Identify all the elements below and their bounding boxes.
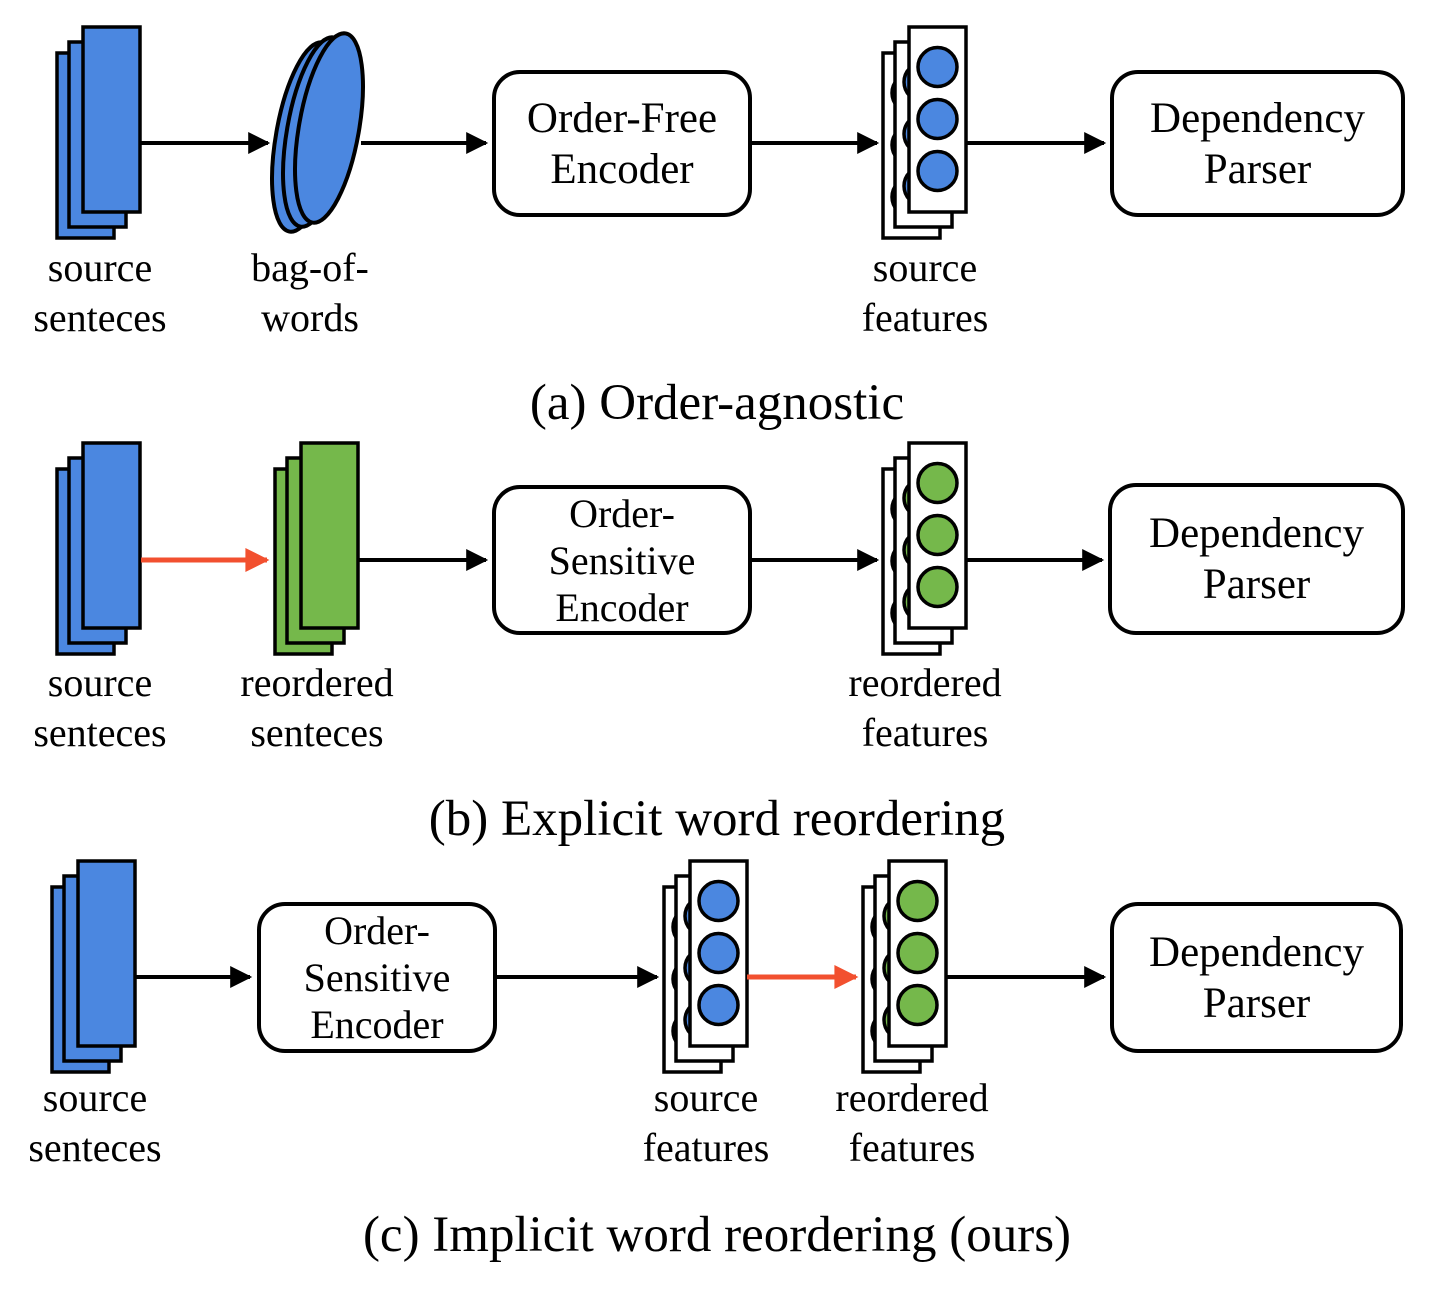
panel-a-source-features-label: source features — [815, 243, 1035, 343]
label-line: source — [47, 245, 153, 290]
label-line: source — [872, 245, 978, 290]
label-line: reordered — [240, 660, 394, 705]
panel-b-reordered-features-label: reordered features — [815, 658, 1035, 758]
panel-b-source-sentences-stack — [55, 441, 142, 656]
parser-label-line: Dependency — [1149, 928, 1364, 976]
encoder-label-line: Encoder — [550, 145, 694, 193]
encoder-label-line: Encoder — [555, 584, 689, 630]
label-line: senteces — [33, 710, 167, 755]
label-line: words — [261, 295, 359, 340]
label-line: source — [42, 1075, 148, 1120]
encoder-label-line: Order- — [324, 908, 430, 953]
parser-label-line: Dependency — [1149, 510, 1364, 557]
encoder-label-line: Encoder — [310, 1002, 444, 1047]
panel-c-reordered-features-label: reordered features — [802, 1073, 1022, 1173]
panel-a-source-sentences-label: source senteces — [0, 243, 210, 343]
label-line: features — [861, 295, 989, 340]
panel-b-source-sentences-label: source senteces — [0, 658, 210, 758]
panel-a-caption: (a) Order-agnostic — [529, 375, 905, 431]
encoder-label-line: Order-Free — [526, 94, 718, 142]
label-line: senteces — [250, 710, 384, 755]
label-line: source — [47, 660, 153, 705]
label-line: features — [848, 1125, 976, 1170]
label-line: features — [861, 710, 989, 755]
label-line: bag-of- — [251, 245, 369, 290]
parser-label-line: Parser — [1202, 561, 1311, 608]
panel-c-source-sentences-label: source senteces — [0, 1073, 205, 1173]
parser-label-line: Dependency — [1150, 94, 1365, 142]
panel-b-order-sensitive-encoder-box: Order- Sensitive Encoder — [492, 485, 752, 635]
label-line: features — [642, 1125, 770, 1170]
panel-b-dependency-parser-box: Dependency Parser — [1108, 483, 1405, 635]
panel-a-bag-of-words-label: bag-of- words — [200, 243, 420, 343]
label-line: senteces — [28, 1125, 162, 1170]
parser-label-line: Parser — [1203, 145, 1312, 193]
panel-a-source-features-stack — [881, 25, 968, 240]
panel-c-source-features-stack — [662, 859, 749, 1074]
label-line: reordered — [835, 1075, 989, 1120]
panel-c-source-features-label: source features — [596, 1073, 816, 1173]
panel-c-order-sensitive-encoder-box: Order- Sensitive Encoder — [257, 902, 497, 1053]
panel-c-dependency-parser-box: Dependency Parser — [1110, 902, 1403, 1053]
panel-c-caption: (c) Implicit word reordering (ours) — [362, 1207, 1072, 1263]
panel-a-bag-of-words-shape — [257, 26, 378, 239]
parser-label-line: Parser — [1202, 979, 1311, 1027]
panel-b-caption: (b) Explicit word reordering — [428, 791, 1006, 847]
encoder-label-line: Sensitive — [548, 537, 696, 583]
encoder-label-line: Order- — [569, 490, 675, 536]
panel-b-reordered-sentences-label: reordered senteces — [207, 658, 427, 758]
panel-a-dependency-parser-box: Dependency Parser — [1110, 70, 1405, 217]
encoder-label-line: Sensitive — [303, 955, 451, 1000]
panel-a-source-sentences-stack — [55, 25, 142, 240]
label-line: reordered — [848, 660, 1002, 705]
panel-c-reordered-features-stack — [861, 859, 948, 1074]
panel-c-source-sentences-stack — [50, 859, 137, 1074]
label-line: senteces — [33, 295, 167, 340]
panel-b-reordered-sentences-stack — [273, 441, 360, 656]
label-line: source — [653, 1075, 759, 1120]
panel-a-order-free-encoder-box: Order-Free Encoder — [492, 70, 752, 217]
panel-b-reordered-features-stack — [881, 441, 968, 656]
